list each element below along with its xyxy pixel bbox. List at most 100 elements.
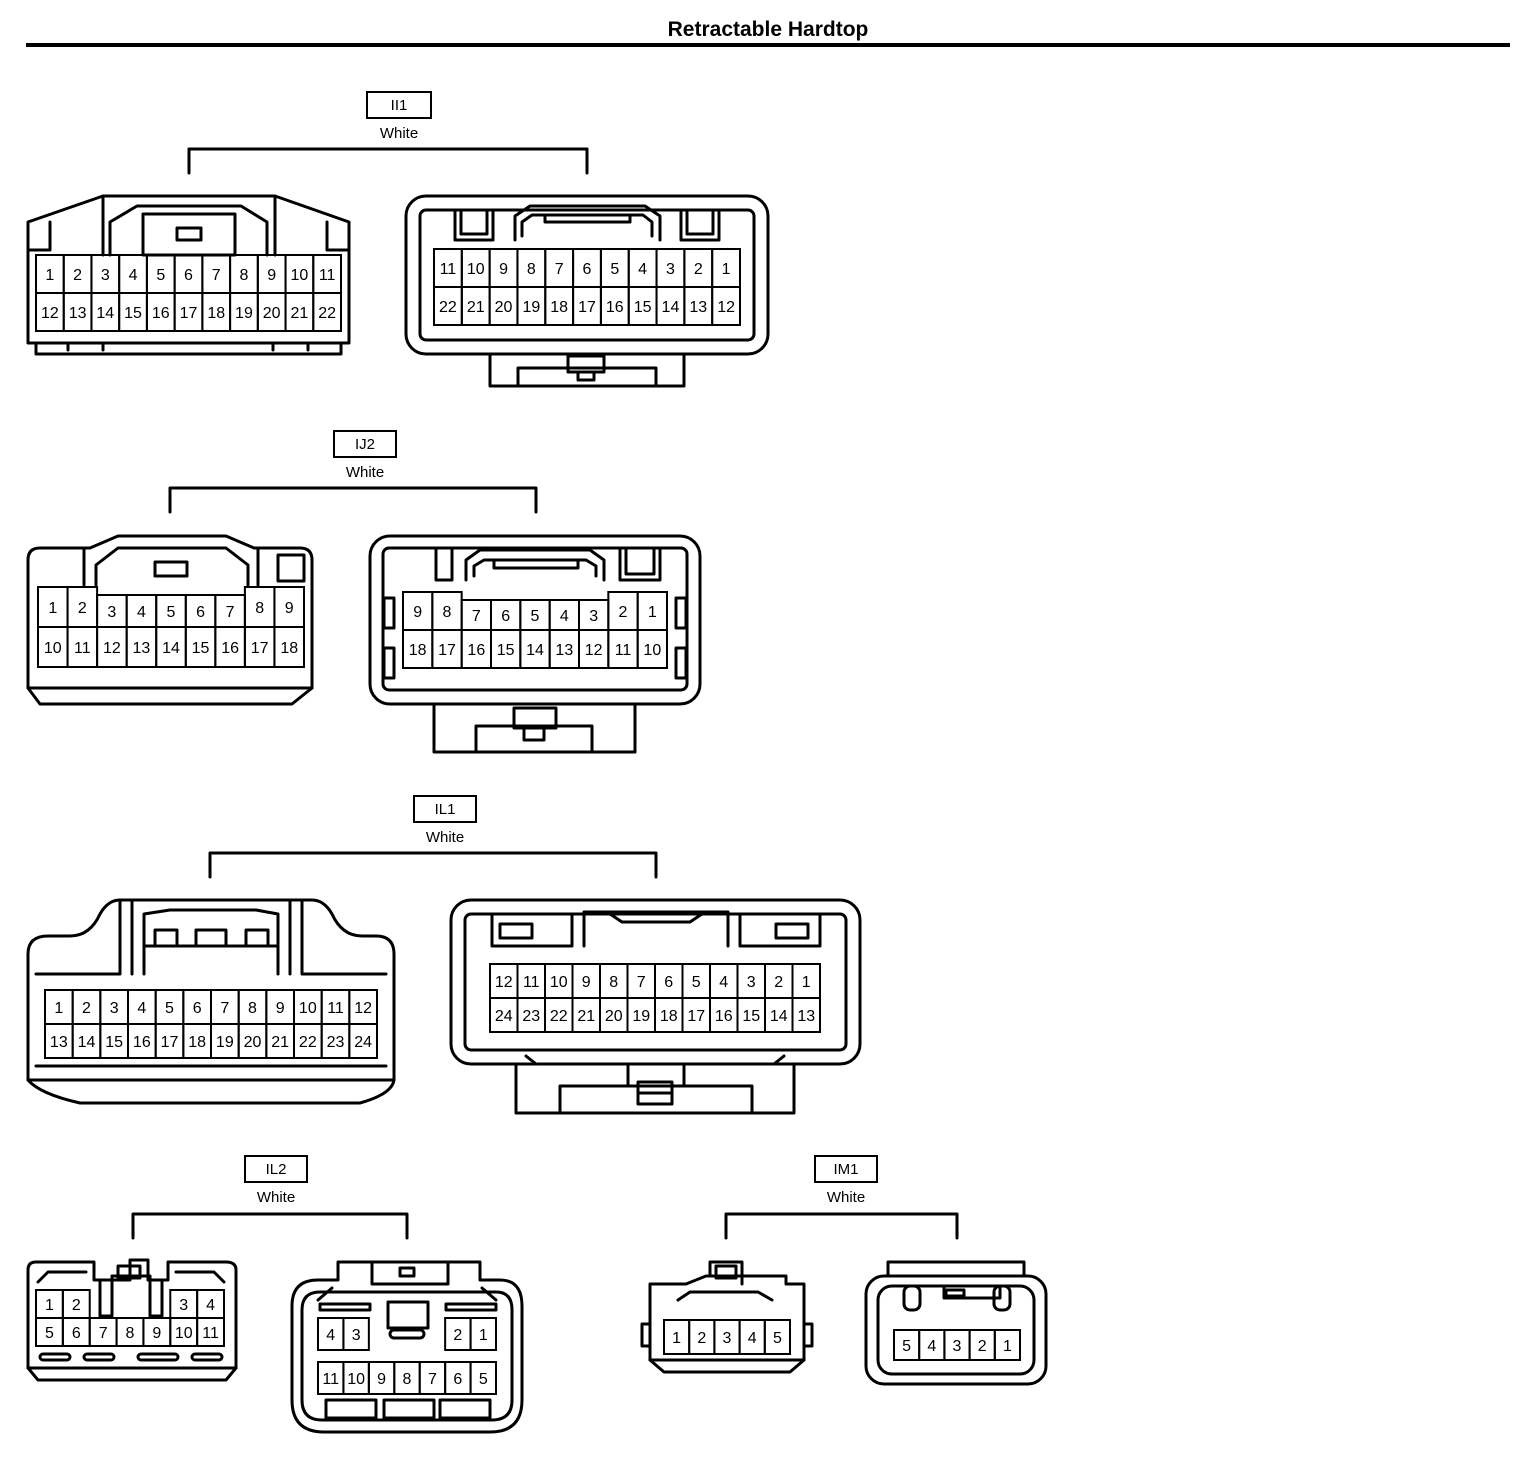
pin-number: 10 bbox=[643, 642, 661, 659]
pin-number: 21 bbox=[467, 299, 485, 316]
connector-im1-id: IM1 bbox=[814, 1155, 878, 1183]
pin-number: 8 bbox=[609, 974, 618, 991]
pin-number: 7 bbox=[555, 261, 564, 278]
pin-number: 1 bbox=[1003, 1338, 1012, 1355]
pin-number: 18 bbox=[550, 299, 568, 316]
pin-number: 1 bbox=[54, 1000, 63, 1017]
title-rule bbox=[26, 43, 1510, 47]
pin-number: 17 bbox=[687, 1008, 705, 1025]
pin-cavity bbox=[636, 629, 669, 669]
pin-number: 14 bbox=[662, 299, 680, 316]
pin-number: 8 bbox=[443, 604, 452, 621]
pin-number: 20 bbox=[495, 299, 513, 316]
pin-number: 10 bbox=[291, 267, 309, 284]
pin-number: 3 bbox=[179, 1297, 188, 1314]
pin-number: 5 bbox=[479, 1371, 488, 1388]
pin-number: 6 bbox=[193, 1000, 202, 1017]
pin-number: 19 bbox=[522, 299, 540, 316]
ii1-male-housing bbox=[404, 194, 770, 388]
pin-number: 2 bbox=[697, 1330, 706, 1347]
pin-number: 2 bbox=[694, 261, 703, 278]
pin-number: 4 bbox=[137, 1000, 146, 1017]
pin-number: 11 bbox=[615, 642, 632, 659]
pin-number: 12 bbox=[717, 299, 735, 316]
pin-number: 7 bbox=[472, 608, 481, 625]
pin-number: 3 bbox=[747, 974, 756, 991]
im1-male-housing bbox=[864, 1260, 1048, 1386]
pin-cavity bbox=[348, 1023, 379, 1059]
pin-number: 1 bbox=[48, 600, 57, 617]
pin-number: 12 bbox=[103, 640, 121, 657]
pin-number: 6 bbox=[583, 261, 592, 278]
pin-number: 15 bbox=[124, 305, 142, 322]
pin-number: 2 bbox=[978, 1338, 987, 1355]
pin-number: 10 bbox=[299, 1000, 317, 1017]
pin-number: 15 bbox=[634, 299, 652, 316]
pin-number: 10 bbox=[44, 640, 62, 657]
pin-number: 18 bbox=[280, 640, 298, 657]
pin-number: 8 bbox=[527, 261, 536, 278]
pin-number: 7 bbox=[428, 1371, 437, 1388]
pin-cavity bbox=[791, 997, 821, 1033]
pin-number: 7 bbox=[637, 974, 646, 991]
pin-number: 6 bbox=[196, 604, 205, 621]
pin-number: 17 bbox=[438, 642, 456, 659]
pin-number: 24 bbox=[354, 1034, 372, 1051]
pin-number: 6 bbox=[184, 267, 193, 284]
page-title: Retractable Hardtop bbox=[667, 18, 869, 41]
pin-number: 12 bbox=[585, 642, 603, 659]
pin-number: 18 bbox=[409, 642, 427, 659]
pin-number: 1 bbox=[45, 1297, 54, 1314]
pin-number: 18 bbox=[660, 1008, 678, 1025]
pin-cavity bbox=[312, 292, 343, 332]
pin-number: 9 bbox=[377, 1371, 386, 1388]
pin-number: 21 bbox=[271, 1034, 289, 1051]
pin-number: 9 bbox=[285, 600, 294, 617]
connector-il2-id: IL2 bbox=[244, 1155, 308, 1183]
pin-number: 22 bbox=[550, 1008, 568, 1025]
connector-ij2-color: White bbox=[345, 464, 385, 481]
pin-number: 4 bbox=[326, 1327, 335, 1344]
pin-number: 5 bbox=[156, 267, 165, 284]
il2-male-housing bbox=[290, 1260, 524, 1434]
ij2-male-housing bbox=[368, 534, 702, 754]
pin-number: 4 bbox=[129, 267, 138, 284]
pin-number: 20 bbox=[605, 1008, 623, 1025]
pin-number: 2 bbox=[453, 1327, 462, 1344]
pin-number: 14 bbox=[526, 642, 544, 659]
pin-number: 19 bbox=[235, 305, 253, 322]
pin-number: 14 bbox=[78, 1034, 96, 1051]
pin-number: 13 bbox=[50, 1034, 68, 1051]
pin-number: 16 bbox=[152, 305, 170, 322]
pin-number: 18 bbox=[188, 1034, 206, 1051]
pin-number: 16 bbox=[221, 640, 239, 657]
pin-cavity bbox=[763, 1319, 791, 1355]
pin-number: 3 bbox=[953, 1338, 962, 1355]
pin-number: 24 bbox=[495, 1008, 513, 1025]
pin-number: 1 bbox=[802, 974, 811, 991]
pin-number: 13 bbox=[69, 305, 87, 322]
pin-number: 22 bbox=[439, 299, 457, 316]
pin-number: 9 bbox=[152, 1325, 161, 1342]
pin-number: 8 bbox=[255, 600, 264, 617]
pin-number: 11 bbox=[202, 1325, 219, 1342]
pin-number: 11 bbox=[440, 261, 457, 278]
pin-number: 5 bbox=[902, 1338, 911, 1355]
bracket-ii1 bbox=[187, 147, 589, 175]
pin-number: 3 bbox=[666, 261, 675, 278]
pin-number: 8 bbox=[240, 267, 249, 284]
pin-number: 17 bbox=[578, 299, 596, 316]
il1-female-housing bbox=[26, 898, 396, 1105]
connector-ii1-id: II1 bbox=[366, 91, 432, 119]
pin-number: 6 bbox=[664, 974, 673, 991]
pin-cavity bbox=[469, 1317, 498, 1351]
pin-number: 8 bbox=[403, 1371, 412, 1388]
bracket-il2 bbox=[131, 1212, 409, 1240]
pin-cavity bbox=[196, 1317, 225, 1347]
pin-number: 1 bbox=[648, 604, 657, 621]
pin-number: 4 bbox=[719, 974, 728, 991]
pin-number: 5 bbox=[531, 608, 540, 625]
pin-number: 17 bbox=[161, 1034, 179, 1051]
pin-number: 7 bbox=[212, 267, 221, 284]
pin-number: 15 bbox=[497, 642, 515, 659]
